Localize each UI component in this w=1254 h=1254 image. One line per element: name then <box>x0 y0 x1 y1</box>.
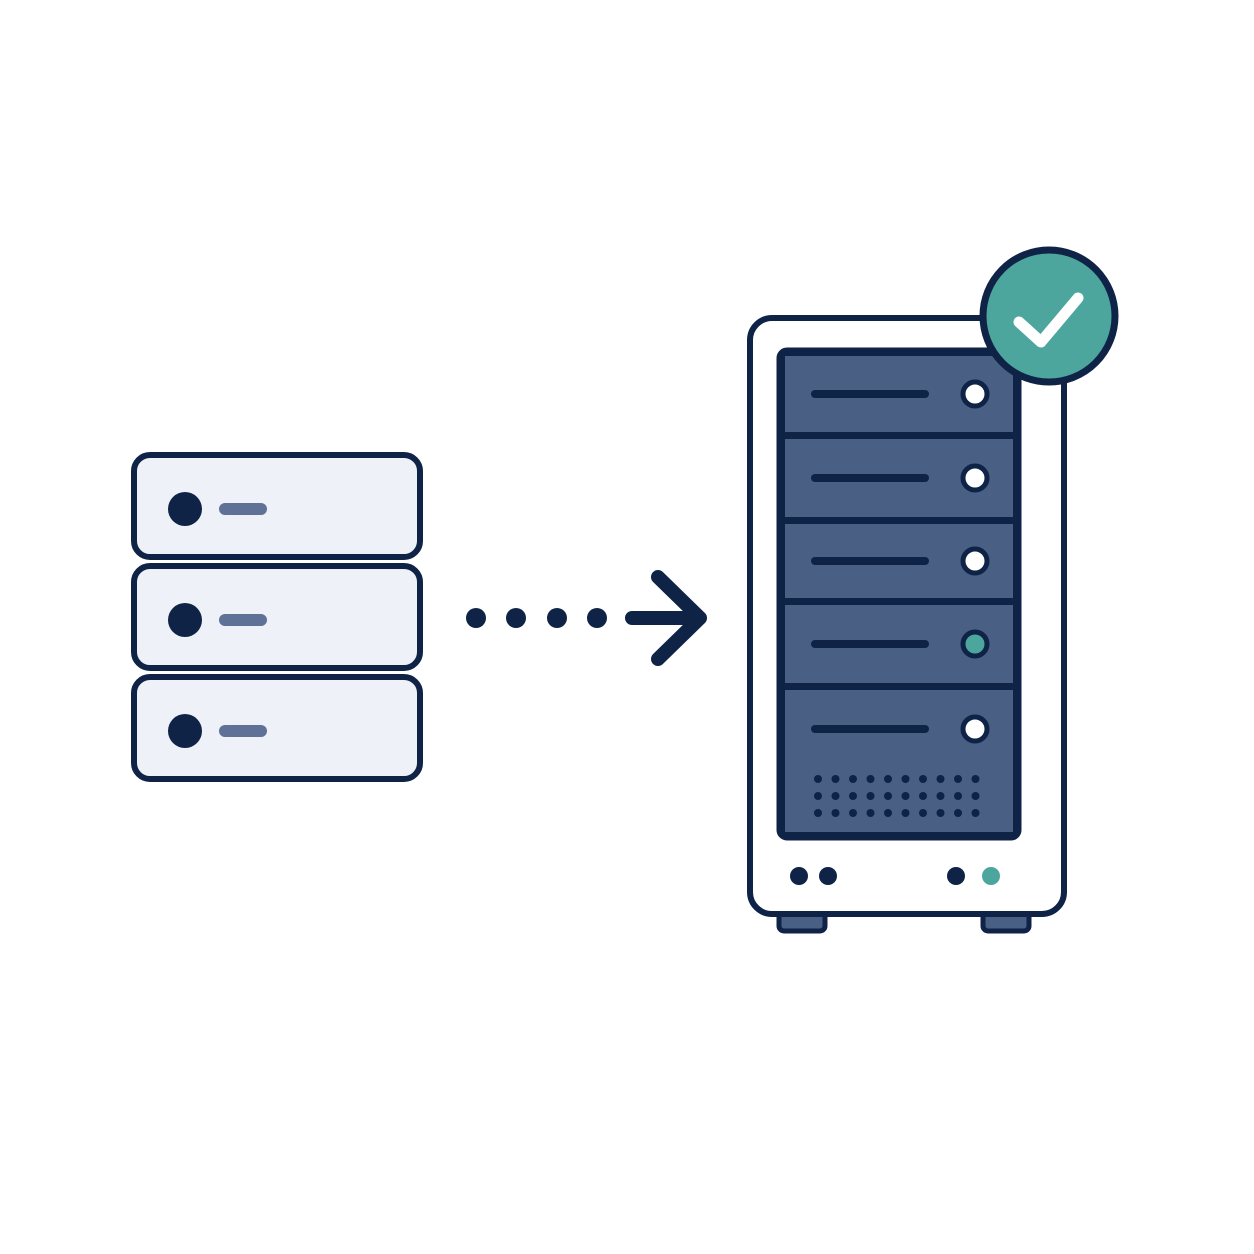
front-dot-3 <box>947 867 965 885</box>
front-dot-2 <box>819 867 837 885</box>
drive-bay <box>781 601 1017 687</box>
vent-hole <box>936 792 945 800</box>
server-tower-icon <box>747 315 1067 934</box>
vent-hole <box>866 809 875 817</box>
vent-hole <box>971 775 980 783</box>
drive-bay <box>781 435 1017 521</box>
drive-indicator-dot <box>168 714 202 748</box>
drive-unit-body <box>131 452 423 560</box>
vent-hole <box>831 792 840 800</box>
vent-hole <box>901 809 910 817</box>
drive-indicator-dot <box>168 492 202 526</box>
drive-bay <box>781 520 1017 602</box>
arrow-head <box>625 570 707 666</box>
dotted-arrow-right-icon <box>466 570 707 666</box>
vent-hole <box>901 792 910 800</box>
drive-led-active <box>960 629 990 659</box>
drive-led <box>960 379 990 409</box>
drive-unit-body <box>131 674 423 782</box>
vent-hole <box>814 792 822 800</box>
status-badge <box>979 246 1119 386</box>
drive-unit <box>131 563 423 671</box>
vent-hole <box>919 809 927 817</box>
vent-hole <box>866 792 875 800</box>
vent-hole <box>936 775 945 783</box>
server-stack-icon <box>131 452 423 782</box>
vent-hole <box>954 775 962 783</box>
drive-bays <box>781 352 1017 836</box>
vent-grille <box>814 775 980 817</box>
drive-led <box>960 463 990 493</box>
arrow-dots <box>466 608 607 628</box>
vent-hole <box>866 775 875 783</box>
vent-hole <box>954 809 962 817</box>
arrow-dot <box>547 608 567 628</box>
checkmark-icon <box>1013 292 1084 348</box>
vent-hole <box>849 792 857 800</box>
front-dot-1 <box>790 867 808 885</box>
vent-hole <box>884 792 892 800</box>
vent-hole <box>954 792 962 800</box>
vent-hole <box>831 775 840 783</box>
vent-hole <box>971 809 980 817</box>
arrow-dot <box>506 608 526 628</box>
drive-unit <box>131 674 423 782</box>
front-status-led <box>982 867 1000 885</box>
status-badge-circle <box>979 246 1119 386</box>
vent-hole <box>919 792 927 800</box>
drive-bay <box>781 352 1017 436</box>
arrow-dot <box>466 608 486 628</box>
vent-hole <box>814 809 822 817</box>
front-panel-dots <box>790 867 1000 885</box>
drive-unit <box>131 452 423 560</box>
vent-hole <box>884 809 892 817</box>
arrow-dot <box>587 608 607 628</box>
vent-hole <box>901 775 910 783</box>
drive-led <box>960 714 990 744</box>
vent-hole <box>971 792 980 800</box>
drive-indicator-dot <box>168 603 202 637</box>
vent-hole <box>814 775 822 783</box>
drive-unit-body <box>131 563 423 671</box>
vent-hole <box>936 809 945 817</box>
vent-hole <box>884 775 892 783</box>
drive-led <box>960 546 990 576</box>
vent-hole <box>849 775 857 783</box>
vent-hole <box>849 809 857 817</box>
vent-hole <box>831 809 840 817</box>
vent-hole <box>919 775 927 783</box>
